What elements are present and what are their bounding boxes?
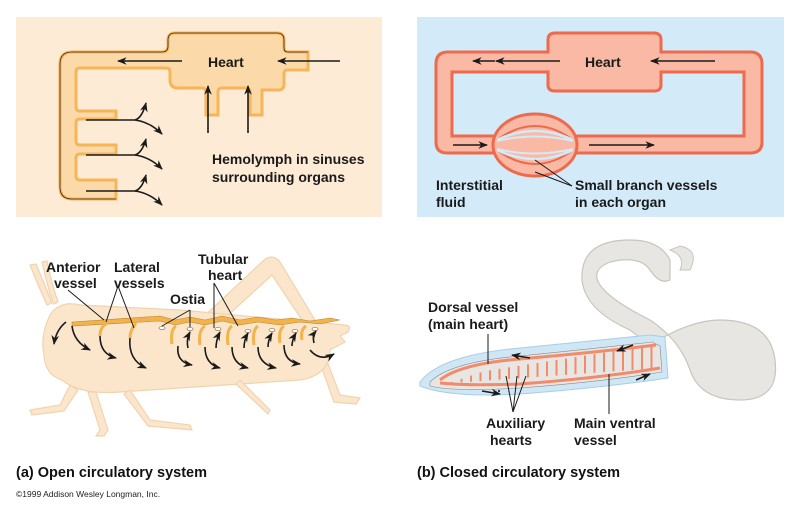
grasshopper-illustration: Anterior vessel Lateral vessels Ostia Tu… (29, 251, 362, 437)
anterior-vessel-label-line1: Anterior (46, 259, 101, 275)
leader-line (534, 159, 573, 187)
hemolymph-arrows (51, 321, 335, 370)
ostia (158, 326, 319, 333)
flow-arrow (481, 388, 501, 397)
main-ventral-vessel-label-line1: Main ventral (574, 415, 656, 431)
main-ventral-vessel-label-line2: vessel (574, 432, 617, 448)
anterior-vessel-label-line2: vessel (54, 275, 97, 291)
heart-label: Heart (208, 54, 244, 70)
leader-line (512, 375, 527, 413)
ostia-label: Ostia (170, 291, 205, 307)
hemolymph-label-line2: surrounding organs (212, 169, 345, 185)
branch-label-line1: Small branch vessels (575, 177, 718, 193)
tubular-heart-label-line1: Tubular (198, 251, 249, 267)
flow-arrow (635, 373, 651, 381)
auxiliary-hearts-label-line1: Auxiliary (486, 415, 545, 431)
ventral-vessel (439, 366, 661, 387)
hemolymph-label-line1: Hemolymph in sinuses (212, 151, 365, 167)
caption-open-system: (a) Open circulatory system (16, 465, 207, 481)
lateral-vessels (98, 321, 307, 346)
dorsal-vessel-label-line1: Dorsal vessel (428, 299, 518, 315)
leader-line (534, 171, 573, 187)
segment-vessels (451, 345, 653, 384)
open-system-diagram: Heart Hemolymph in sinuses surrounding o… (16, 17, 382, 217)
lateral-vessels-label-line2: vessels (114, 275, 165, 291)
heart-label: Heart (585, 54, 621, 70)
copyright-notice: ©1999 Addison Wesley Longman, Inc. (16, 489, 160, 499)
leader-line (512, 375, 518, 413)
flow-arrow (511, 352, 531, 361)
flow-arrow (616, 344, 634, 352)
interstitial-label-line1: Interstitial (436, 177, 503, 193)
closed-system-diagram: Heart Interstitial fluid Small branch ve… (417, 17, 784, 217)
leader-line (505, 375, 514, 413)
dorsal-vessel-label-line2: (main heart) (428, 316, 508, 332)
branch-arrows (86, 102, 163, 206)
capillary-bed (491, 112, 579, 178)
insect-leader-lines (67, 282, 239, 329)
branch-label-line2: in each organ (575, 194, 666, 210)
interstitial-label-line2: fluid (436, 194, 466, 210)
lateral-vessels-label-line1: Lateral (114, 259, 160, 275)
caption-closed-system: (b) Closed circulatory system (417, 465, 620, 481)
earthworm-illustration: Dorsal vessel (main heart) Auxiliary hea… (419, 239, 777, 448)
auxiliary-hearts-label-line2: hearts (490, 432, 532, 448)
tubular-heart-label-line2: heart (208, 267, 243, 283)
